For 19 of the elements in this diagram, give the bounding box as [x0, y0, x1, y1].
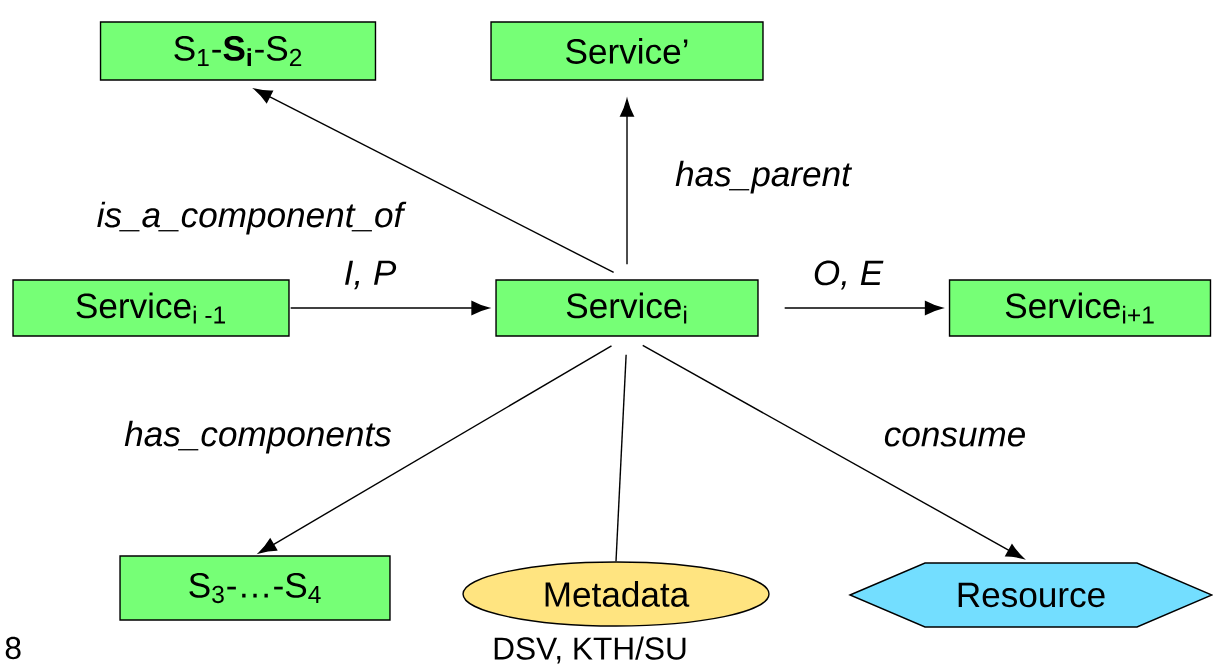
- arrow: [620, 98, 634, 266]
- process-box: Service’: [490, 21, 764, 81]
- process-box: Service$_{i+1}$: [948, 279, 1212, 337]
- edge-label: is_a_component_of: [94, 199, 407, 237]
- arrow: [258, 345, 613, 554]
- edge-label: has_parent: [673, 158, 853, 196]
- edge-label: has_components: [122, 418, 394, 456]
- edge-label: O, E: [811, 258, 885, 292]
- arrow: [642, 344, 1024, 560]
- process-box: S$_{1}$-S$_{i}$-S$_{2}$: [99, 21, 377, 81]
- arrow: [254, 88, 615, 274]
- process-box: Service$_{i}$: [495, 279, 759, 337]
- edge-label: consume: [881, 425, 1029, 449]
- process-box: S$_{3}$-…-S$_{4}$: [119, 555, 391, 621]
- page-number: 8: [5, 636, 21, 660]
- arrow: [784, 301, 943, 315]
- edge-label: I, P: [341, 258, 399, 292]
- process-box: Service$_{i -1}$: [12, 279, 290, 337]
- arrow: [289, 301, 490, 315]
